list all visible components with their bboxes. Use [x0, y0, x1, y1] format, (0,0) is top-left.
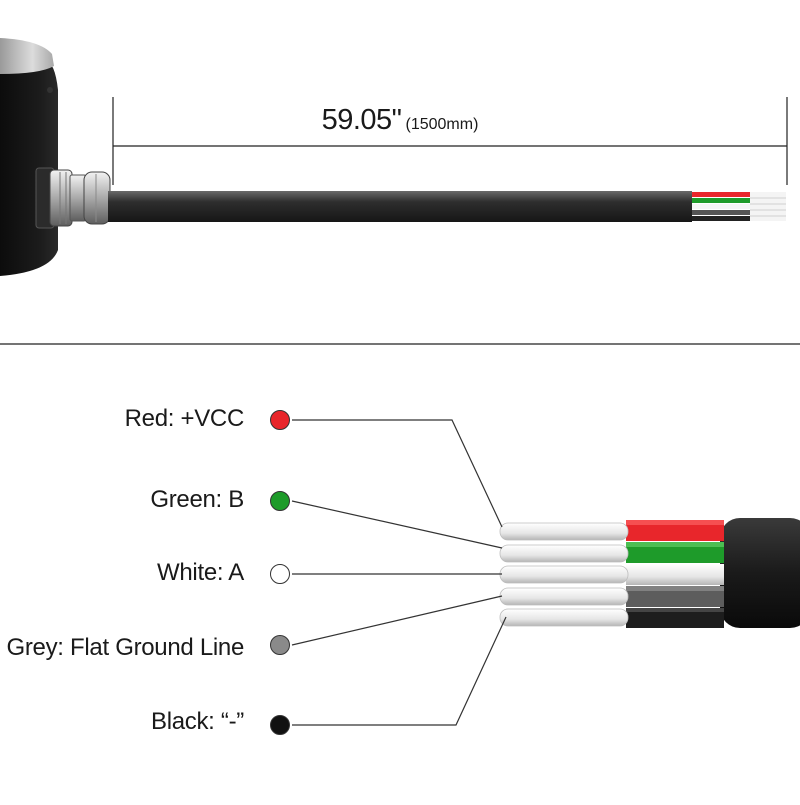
- cable-gland: [49, 169, 111, 227]
- leader-line-red: [292, 419, 503, 528]
- wire-label-black: Black: “-”: [150, 708, 244, 735]
- leader-line-black: [292, 616, 507, 726]
- grey-swatch-icon: [270, 635, 290, 655]
- dimension-line: [112, 97, 788, 185]
- red-swatch-icon: [270, 410, 290, 430]
- white-swatch-icon: [270, 564, 290, 584]
- leader-lines: [291, 419, 507, 726]
- wire-label-red: Red: +VCC: [124, 405, 245, 432]
- length-mm: (1500mm): [405, 116, 479, 133]
- leader-line-grey: [291, 595, 503, 646]
- sensor-housing: [0, 38, 58, 276]
- length-inches: 59.05": [321, 104, 402, 136]
- wire-label-grey: Grey: Flat Ground Line: [6, 634, 244, 661]
- green-swatch-icon: [270, 491, 290, 511]
- wire-label-green: Green: B: [150, 486, 244, 513]
- black-swatch-icon: [270, 715, 290, 735]
- cable-end-detail: [499, 518, 800, 628]
- cable: [108, 191, 786, 222]
- wire-label-white: White: A: [157, 559, 244, 586]
- leader-line-green: [291, 500, 503, 549]
- cable-length-label: 59.05"(1500mm): [0, 104, 800, 137]
